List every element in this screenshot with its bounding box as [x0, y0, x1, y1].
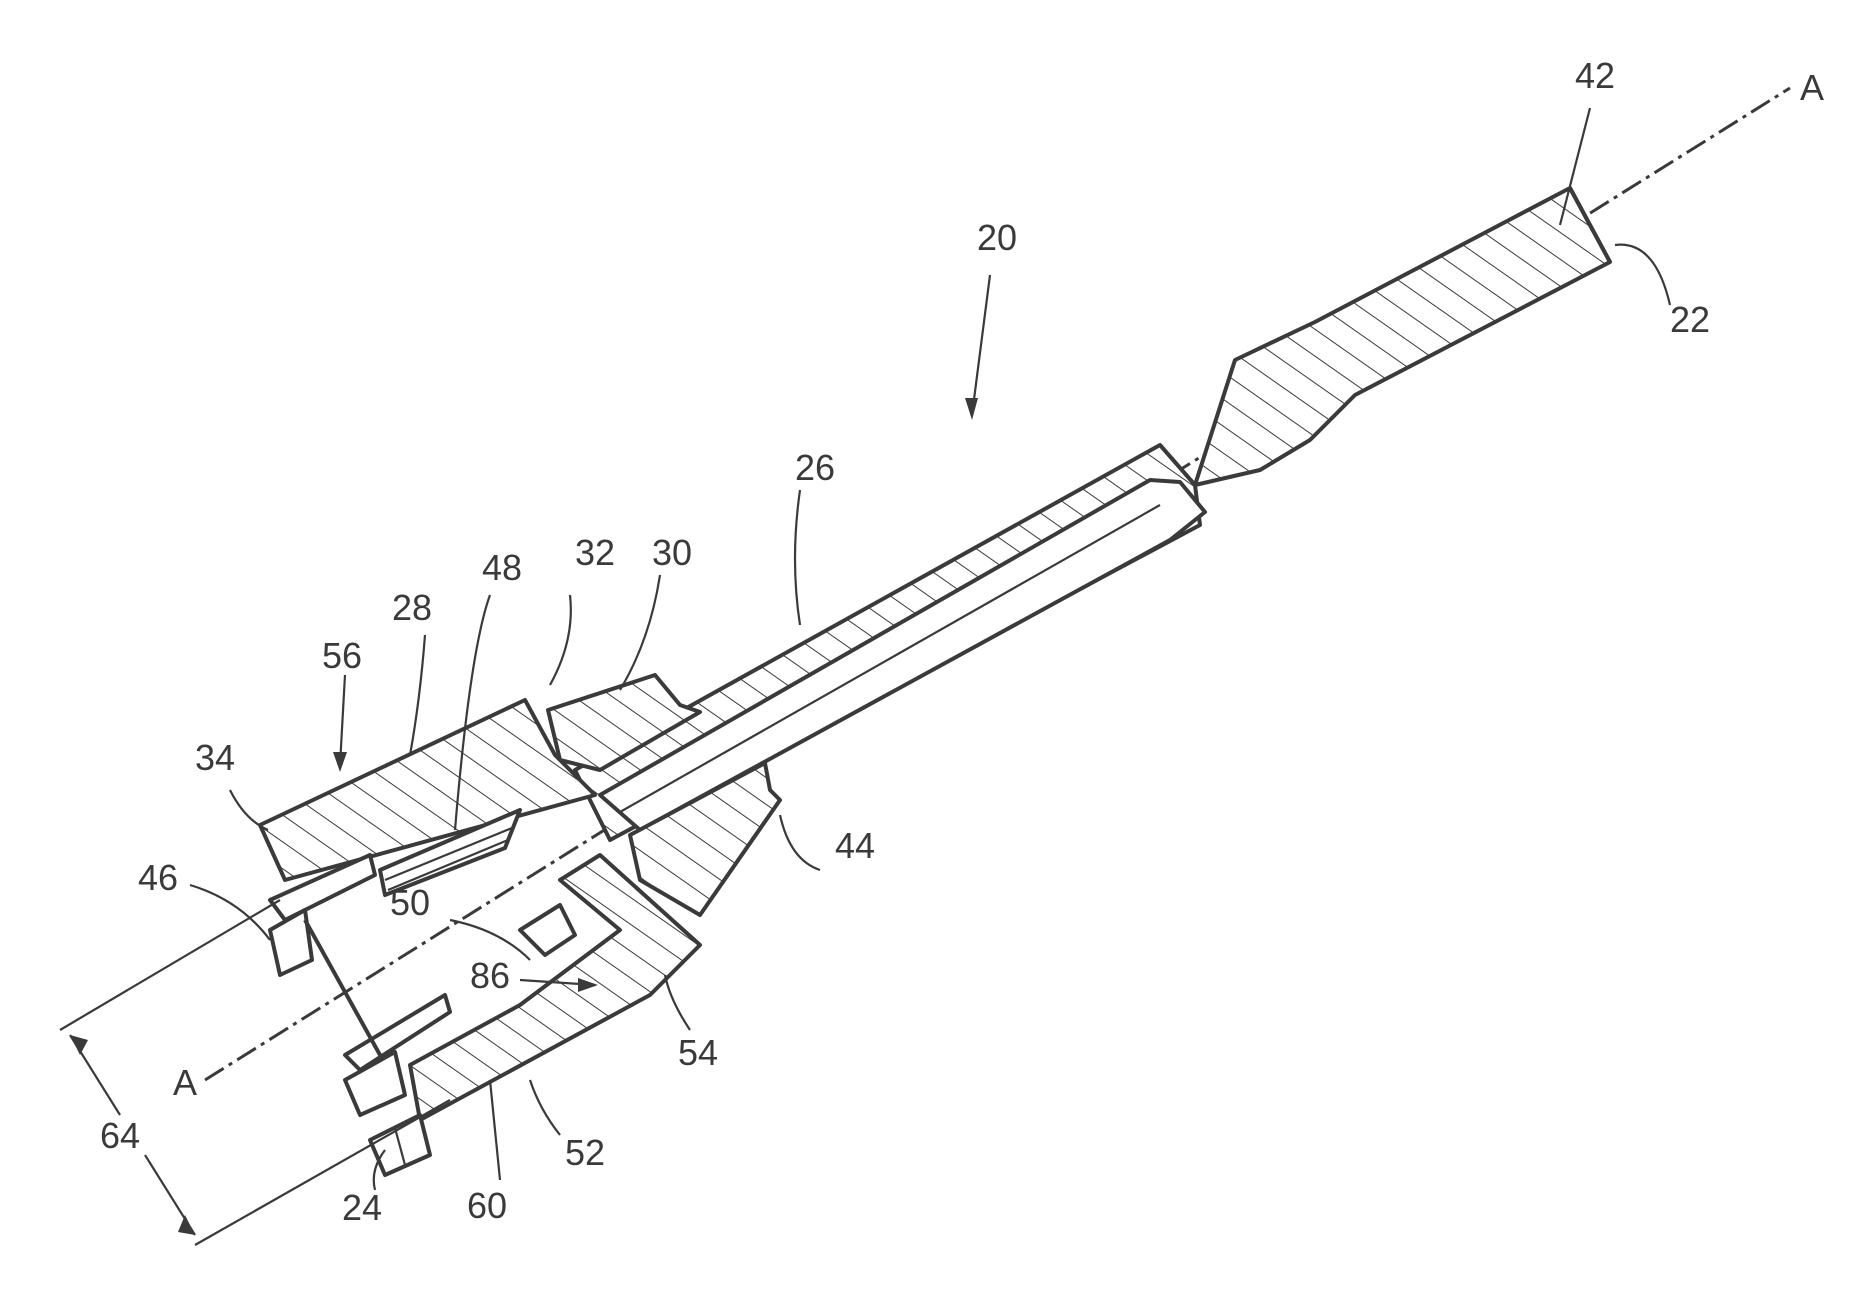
label-a-top: A [1800, 67, 1824, 108]
label-46: 46 [138, 857, 178, 898]
label-56: 56 [322, 635, 362, 676]
arm-right [520, 905, 575, 955]
label-26: 26 [795, 447, 835, 488]
label-32: 32 [575, 532, 615, 573]
label-50: 50 [390, 882, 430, 923]
arrowhead-icon [333, 752, 347, 772]
label-30: 30 [652, 532, 692, 573]
label-28: 28 [392, 587, 432, 628]
label-24: 24 [342, 1187, 382, 1228]
arrowhead-icon [178, 1215, 195, 1235]
stem [305, 920, 380, 1055]
distal-tip [1195, 188, 1610, 485]
label-60: 60 [467, 1185, 507, 1226]
label-44: 44 [835, 825, 875, 866]
base-rim [370, 1115, 430, 1175]
arrowhead-icon [965, 398, 978, 420]
housing-lower [410, 855, 700, 1120]
arrowhead-icon [70, 1035, 88, 1055]
label-52: 52 [565, 1132, 605, 1173]
label-42: 42 [1575, 55, 1615, 96]
label-a-bottom: A [173, 1062, 197, 1103]
label-34: 34 [195, 737, 235, 778]
label-64: 64 [100, 1115, 140, 1156]
label-22: 22 [1670, 299, 1710, 340]
label-54: 54 [678, 1032, 718, 1073]
label-20: 20 [977, 217, 1017, 258]
shaft-tube [575, 445, 1205, 840]
label-48: 48 [482, 547, 522, 588]
label-86: 86 [470, 955, 510, 996]
